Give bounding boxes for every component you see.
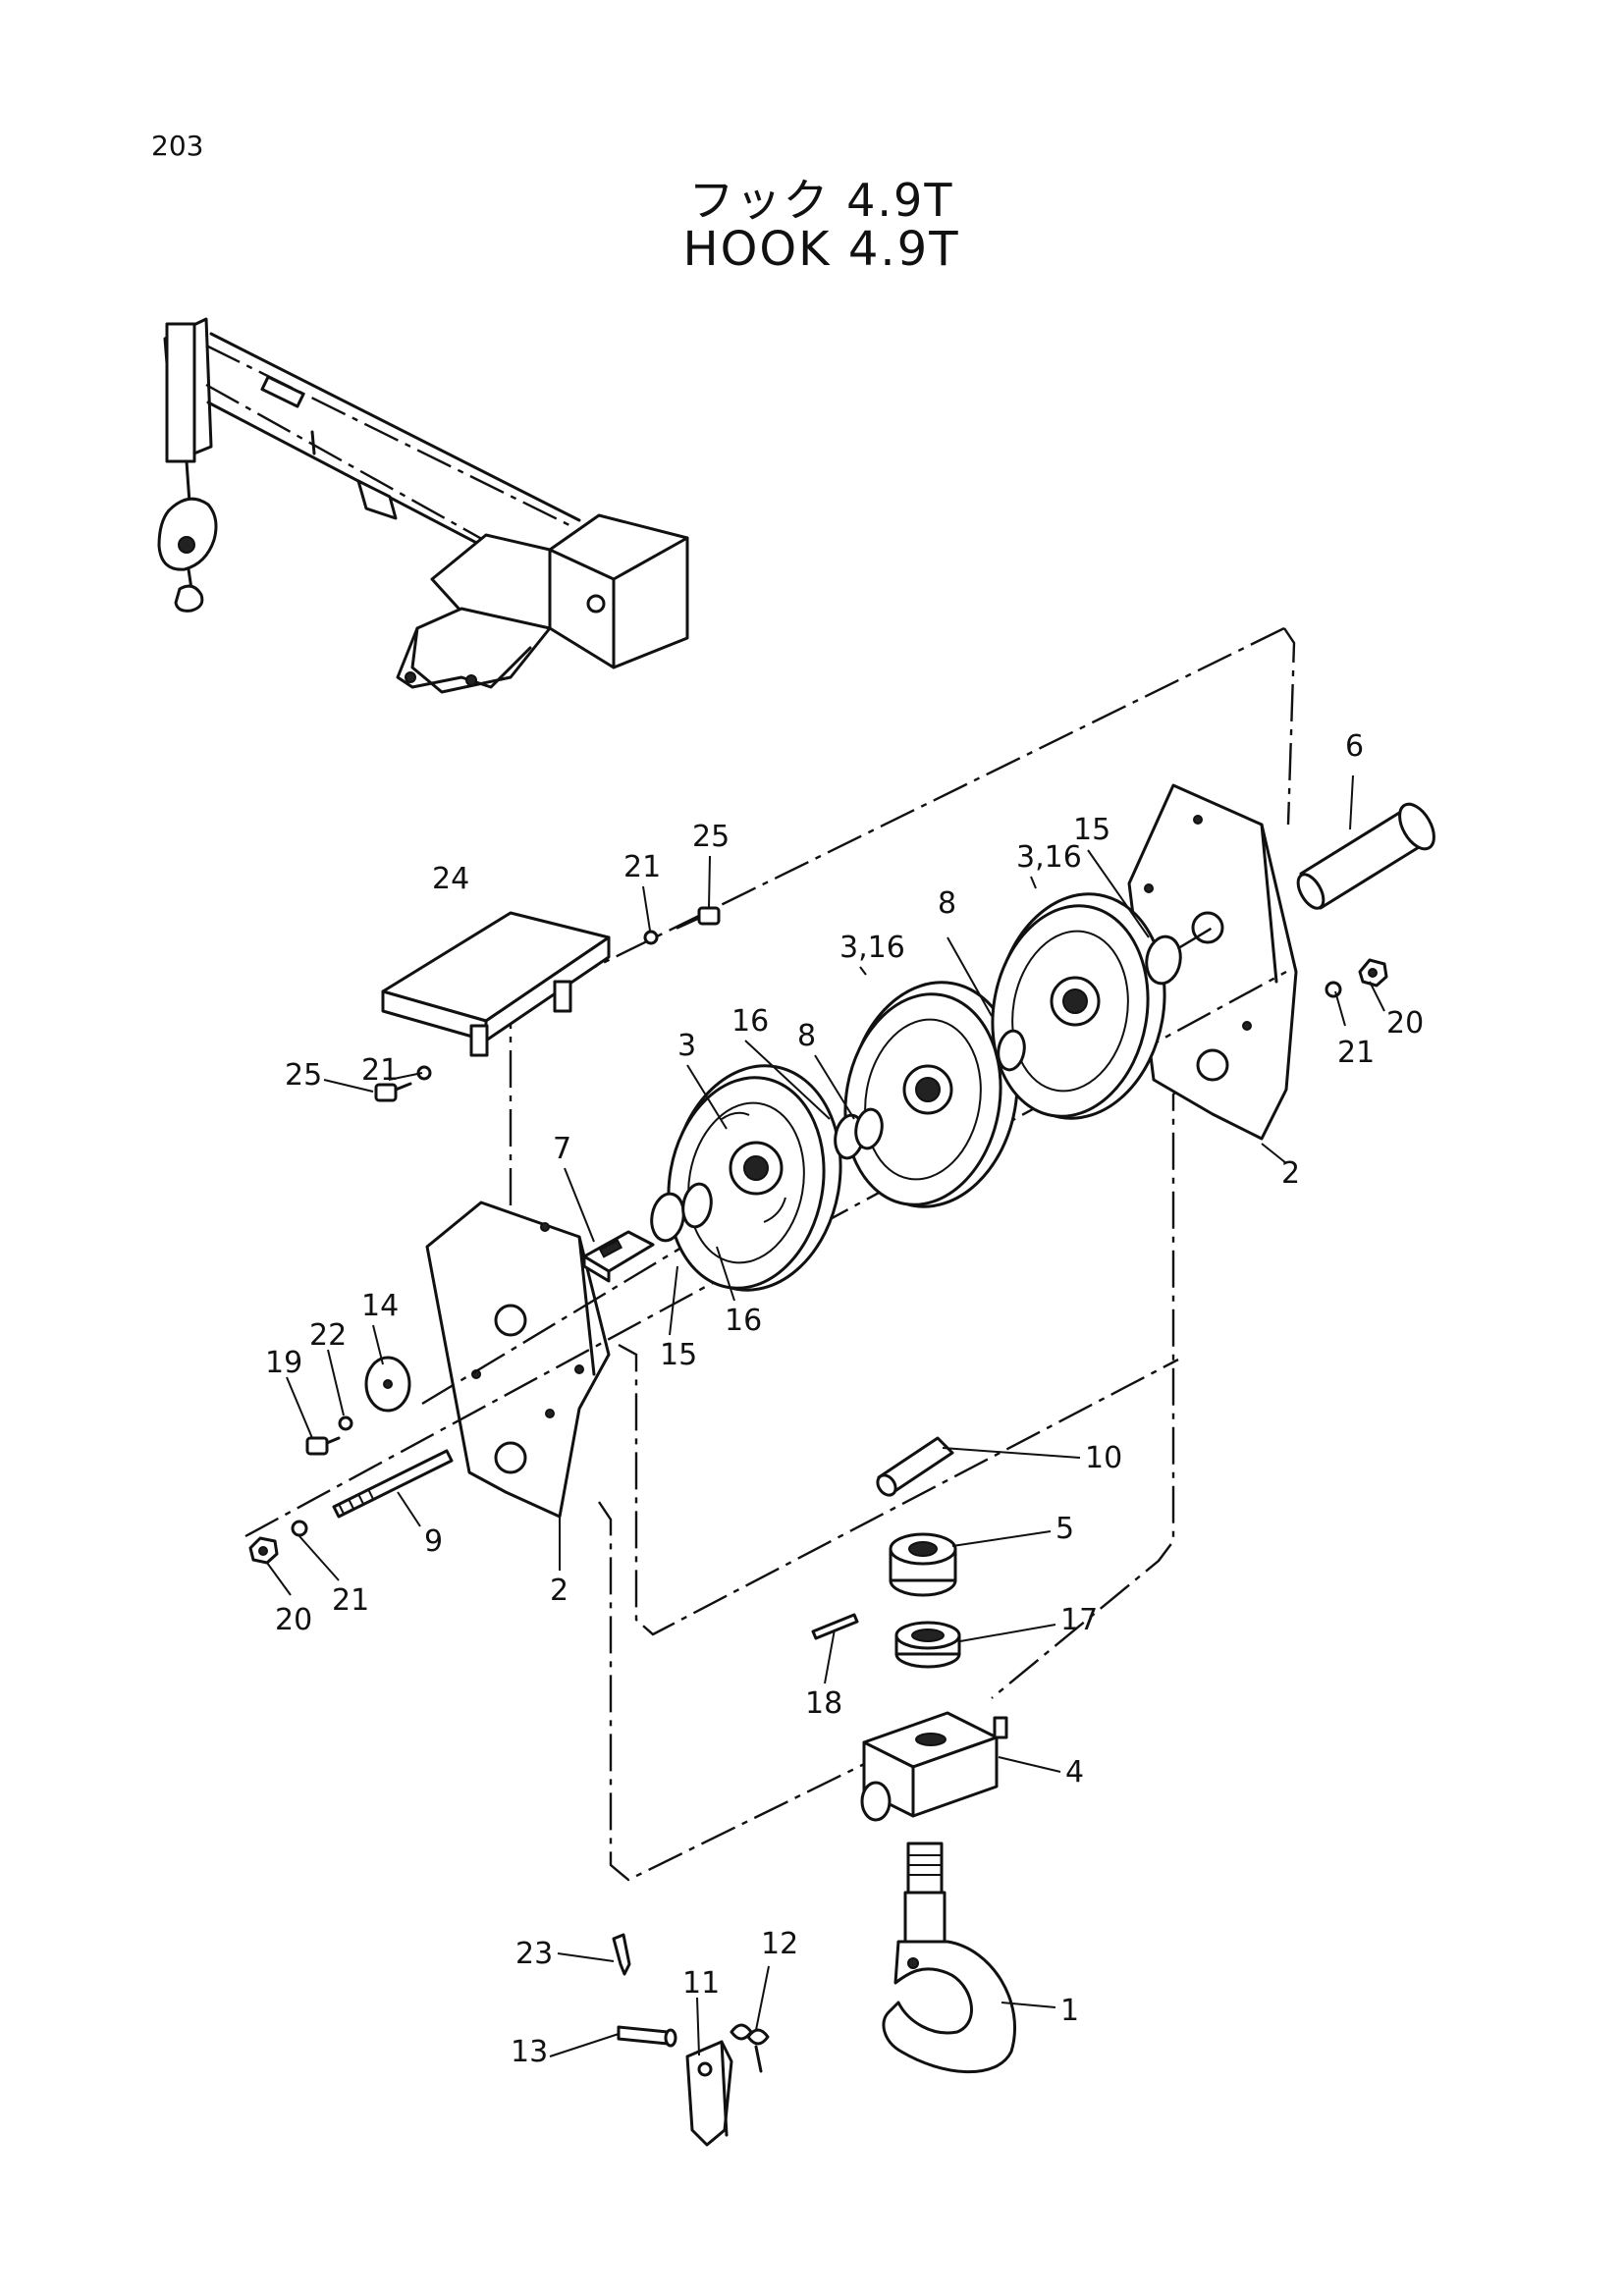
callout-14: 14: [361, 1289, 399, 1323]
part-5-nut: [889, 1532, 957, 1597]
part-2-side-plate-left: [425, 1201, 611, 1519]
callout-10: 10: [1085, 1441, 1122, 1475]
leader-lines: [266, 774, 1385, 2057]
crane-overview-illustration: [157, 317, 689, 694]
part-13-pin: [617, 2025, 677, 2048]
part-25-bolt-left: [374, 1082, 412, 1102]
part-23-cotter-pin: [612, 1933, 631, 1976]
callout-16a: 16: [731, 1004, 769, 1039]
part-7-bracket: [582, 1230, 655, 1283]
callout-24: 24: [432, 862, 469, 896]
callout-3-16b: 3,16: [839, 931, 905, 965]
part-24-cover: [381, 911, 611, 1057]
callout-18: 18: [805, 1686, 842, 1721]
callout-13: 13: [511, 2035, 548, 2069]
callout-labels: 6 15 3,16 25 21 24 8 3,16 20 21 21 25 16…: [265, 729, 1424, 2069]
part-20-nut-left: [248, 1536, 279, 1565]
callout-8a: 8: [938, 886, 956, 921]
callout-22: 22: [309, 1318, 347, 1353]
part-6-shaft: [1296, 802, 1435, 910]
part-14-plate: [364, 1356, 411, 1413]
callout-1: 1: [1060, 1994, 1079, 2028]
part-2-side-plate-right: [1127, 783, 1298, 1141]
callout-21a: 21: [623, 850, 661, 884]
assembly-outline: [509, 626, 1296, 1882]
title-japanese: フック 4.9T: [688, 174, 954, 227]
callout-15b: 15: [660, 1338, 697, 1372]
callout-11: 11: [682, 1966, 720, 2001]
callout-9: 9: [424, 1524, 443, 1559]
part-10-spacer: [876, 1436, 954, 1497]
callout-23: 23: [515, 1937, 553, 1971]
part-21-washer-right: [1325, 981, 1342, 998]
callout-15a: 15: [1073, 813, 1110, 847]
callout-25a: 25: [692, 820, 730, 854]
part-18-pin: [811, 1613, 859, 1640]
callout-12: 12: [761, 1927, 798, 1961]
callout-21d: 21: [332, 1583, 369, 1618]
page-number: 203: [151, 130, 204, 162]
part-22-washer: [338, 1415, 353, 1431]
callout-21b: 21: [1337, 1036, 1375, 1070]
callout-20a: 20: [1386, 1006, 1424, 1041]
part-21-washer-top: [643, 930, 659, 945]
part-4-trunnion: [860, 1711, 1008, 1822]
callout-6: 6: [1345, 729, 1364, 764]
callout-19: 19: [265, 1346, 302, 1380]
callout-16b: 16: [725, 1304, 762, 1338]
callout-20b: 20: [275, 1603, 312, 1637]
part-3-sheave-rear: [991, 892, 1166, 1120]
part-12-spring: [730, 2023, 770, 2073]
callout-4: 4: [1065, 1755, 1084, 1789]
callout-3: 3: [677, 1029, 696, 1063]
spacer-rings: [650, 934, 1182, 1243]
part-3-sheave-front: [667, 1064, 842, 1292]
callout-25b: 25: [285, 1058, 322, 1093]
part-21-washer-left: [291, 1520, 308, 1537]
part-1-hook: [882, 1842, 1017, 2074]
callout-5: 5: [1055, 1512, 1074, 1546]
callout-3-16a: 3,16: [1016, 840, 1082, 875]
callout-7: 7: [553, 1132, 571, 1166]
callout-8b: 8: [797, 1019, 816, 1053]
title-english: HOOK 4.9T: [682, 222, 960, 277]
callout-21c: 21: [361, 1053, 399, 1088]
part-19-bolt: [305, 1436, 341, 1456]
part-3-sheave-middle: [843, 981, 1019, 1208]
part-20-nut-right: [1358, 958, 1388, 988]
callout-2b: 2: [550, 1574, 568, 1608]
part-25-bolt-top: [676, 906, 721, 930]
part-17-thrust-bearing: [894, 1621, 961, 1669]
part-9-long-bolt: [332, 1449, 454, 1519]
callout-2a: 2: [1281, 1156, 1300, 1191]
part-11-latch: [685, 2040, 733, 2147]
callout-17: 17: [1060, 1603, 1098, 1637]
